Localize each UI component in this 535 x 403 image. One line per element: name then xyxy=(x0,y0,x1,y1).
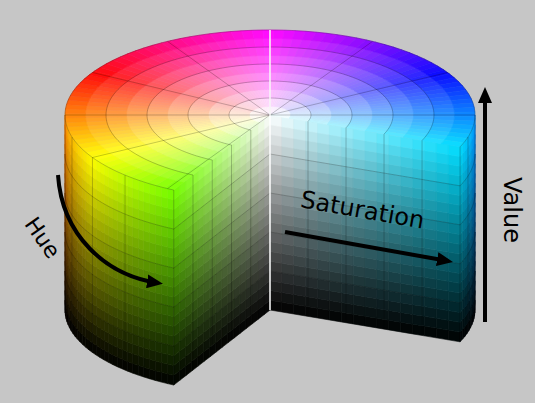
color-cell xyxy=(106,117,127,121)
color-cell xyxy=(168,208,174,219)
color-cell xyxy=(264,47,273,56)
color-cell xyxy=(265,56,273,65)
color-cell xyxy=(168,218,174,229)
color-cell xyxy=(168,315,174,326)
color-cell xyxy=(257,56,265,65)
color-cell xyxy=(263,30,274,39)
color-cell xyxy=(168,267,174,278)
color-cell xyxy=(65,118,86,123)
color-cell xyxy=(230,117,250,120)
color-cell xyxy=(266,64,272,73)
color-cell xyxy=(168,325,174,336)
color-cell xyxy=(86,117,107,121)
color-cell xyxy=(254,39,264,48)
color-cell xyxy=(168,198,174,209)
color-cell xyxy=(229,115,250,116)
color-cell xyxy=(161,324,167,335)
color-cell xyxy=(256,47,265,56)
color-cell xyxy=(266,73,271,82)
color-cell xyxy=(168,364,174,375)
color-cell xyxy=(210,118,231,121)
color-cell xyxy=(168,237,174,248)
color-cell xyxy=(65,114,86,118)
color-cell xyxy=(161,207,167,218)
color-cell xyxy=(261,73,267,82)
color-cell xyxy=(168,276,174,287)
color-cell xyxy=(155,234,161,245)
color-cell xyxy=(230,117,250,119)
color-cell xyxy=(168,247,174,258)
color-cell xyxy=(168,374,174,385)
color-cell xyxy=(209,117,230,120)
color-cell xyxy=(161,353,167,364)
color-cell xyxy=(155,205,161,216)
color-cell xyxy=(161,246,167,257)
color-cell xyxy=(155,361,161,372)
color-cell xyxy=(229,116,250,118)
color-cell xyxy=(168,228,174,239)
color-cell xyxy=(168,306,174,317)
color-cell xyxy=(155,195,161,206)
color-cell xyxy=(161,275,167,286)
color-cell xyxy=(209,116,230,118)
color-cell xyxy=(161,363,167,374)
color-cell xyxy=(155,312,161,323)
color-cell xyxy=(168,296,174,307)
color-cell xyxy=(168,345,174,356)
color-cell xyxy=(86,114,107,118)
color-cell xyxy=(259,64,266,73)
color-cell xyxy=(241,30,253,39)
color-cell xyxy=(161,197,167,208)
color-cell xyxy=(155,244,161,255)
color-cell xyxy=(168,335,174,346)
color-cell xyxy=(161,372,167,383)
color-cell xyxy=(155,351,161,362)
color-cell xyxy=(127,114,148,117)
color-cell xyxy=(168,286,174,297)
color-cell xyxy=(106,114,127,118)
color-cell xyxy=(155,322,161,333)
cylinder xyxy=(65,30,475,385)
color-cell xyxy=(264,39,274,48)
color-cell xyxy=(161,314,167,325)
color-cell xyxy=(252,30,263,39)
color-cell xyxy=(155,371,161,382)
color-cell xyxy=(168,189,174,200)
color-cell xyxy=(168,257,174,268)
color-cell xyxy=(168,354,174,365)
color-cell xyxy=(161,285,167,296)
color-cell xyxy=(161,236,167,247)
color-cell xyxy=(229,116,249,118)
